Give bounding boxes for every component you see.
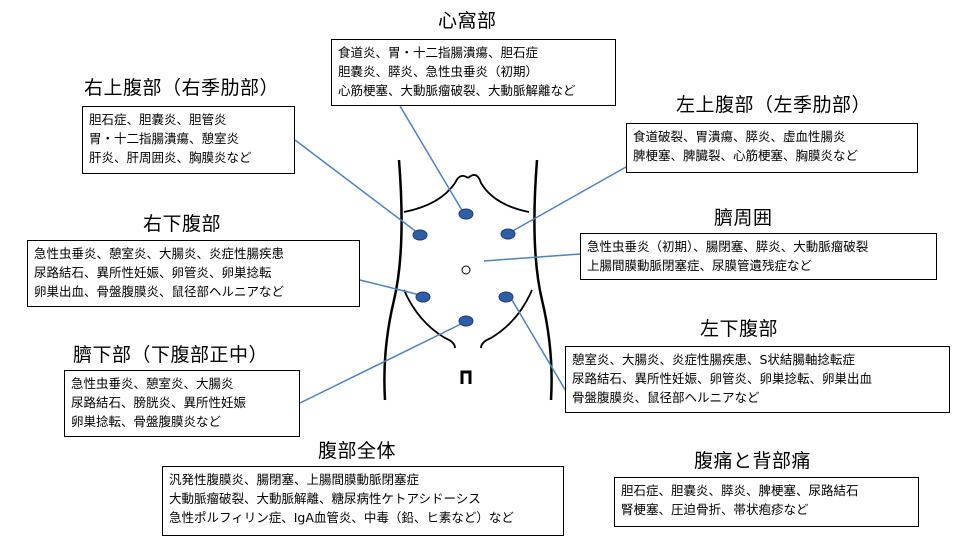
left-upper-box: 食道破裂、胃潰瘍、膵炎、虚血性腸炎 脾梗塞、脾臓裂、心筋梗塞、胸膜炎など xyxy=(626,123,918,173)
rib-margin-left xyxy=(403,174,469,213)
epigastric-line-3: 心筋梗塞、大動脈瘤破裂、大動脈解離など xyxy=(338,83,576,98)
leader-periumbilical xyxy=(483,253,581,262)
right-lower-line-1: 急性虫垂炎、憩室炎、大腸炎、炎症性腸疾患 xyxy=(34,246,285,261)
right-lower-line-3: 卵巣出血、骨盤腹膜炎、鼠径部ヘルニアなど xyxy=(34,284,285,299)
epigastric-box: 食道炎、胃・十二指腸潰瘍、胆石症 胆嚢炎、膵炎、急性虫垂炎（初期） 心筋梗塞、大… xyxy=(331,39,616,106)
back-pain-box: 胆石症、胆嚢炎、膵炎、脾梗塞、尿路結石 腎梗塞、圧迫骨折、帯状疱疹など xyxy=(614,477,919,527)
right-upper-line-2: 胃・十二指腸潰瘍、憩室炎 xyxy=(89,131,240,146)
back-pain-line-1: 胆石症、胆嚢炎、膵炎、脾梗塞、尿路結石 xyxy=(621,483,859,498)
pubic-mark xyxy=(460,370,472,384)
left-lower-line-2: 尿路結石、異所性妊娠、卵管炎、卵巣捻転、卵巣出血 xyxy=(572,371,873,386)
epigastric-line-2: 胆嚢炎、膵炎、急性虫垂炎（初期） xyxy=(338,64,539,79)
right-upper-box: 胆石症、胆嚢炎、胆管炎 胃・十二指腸潰瘍、憩室炎 肝炎、肝周囲炎、胸膜炎など xyxy=(82,106,295,174)
whole-abdomen-box: 汎発性腹膜炎、腸閉塞、上腸間膜動脈閉塞症 大動脈瘤破裂、大動脈解離、糖尿病性ケト… xyxy=(162,466,564,536)
left-upper-title: 左上腹部（左季肋部） xyxy=(676,94,872,116)
torso-left-side xyxy=(383,159,403,401)
right-upper-line-1: 胆石症、胆嚢炎、胆管炎 xyxy=(89,112,227,127)
hypogastric-title: 臍下部（下腹部正中） xyxy=(73,344,269,366)
leader-left-upper xyxy=(508,166,627,234)
leader-epigastric xyxy=(399,105,464,213)
marker-left-upper xyxy=(500,228,516,240)
right-lower-title: 右下腹部 xyxy=(143,213,222,235)
marker-epigastric xyxy=(458,208,474,220)
whole-abdomen-line-1: 汎発性腹膜炎、腸閉塞、上腸間膜動脈閉塞症 xyxy=(169,472,420,487)
right-lower-box: 急性虫垂炎、憩室炎、大腸炎、炎症性腸疾患 尿路結石、異所性妊娠、卵管炎、卵巣捻転… xyxy=(27,240,360,307)
marker-hypogastric xyxy=(458,315,474,327)
marker-right-upper xyxy=(412,229,428,241)
periumbilical-box: 急性虫垂炎（初期）、腸閉塞、膵炎、大動脈瘤破裂 上腸間膜動脈閉塞症、尿膜管遺残症… xyxy=(580,233,937,280)
hypogastric-line-1: 急性虫垂炎、憩室炎、大腸炎 xyxy=(71,376,234,391)
inguinal-left xyxy=(403,289,456,349)
back-pain-title: 腹痛と背部痛 xyxy=(694,450,812,472)
left-lower-line-3: 骨盤腹膜炎、鼠径部ヘルニアなど xyxy=(572,390,760,405)
periumbilical-title: 臍周囲 xyxy=(714,207,773,229)
inguinal-right xyxy=(480,289,533,349)
leader-hypogastric xyxy=(299,322,464,404)
left-lower-box: 憩室炎、大腸炎、炎症性腸疾患、S状結腸軸捻転症 尿路結石、異所性妊娠、卵管炎、卵… xyxy=(565,346,950,413)
epigastric-title: 心窩部 xyxy=(438,10,497,32)
rib-margin-right xyxy=(467,174,530,213)
periumbilical-line-1: 急性虫垂炎（初期）、腸閉塞、膵炎、大動脈瘤破裂 xyxy=(587,239,869,254)
leader-right-upper xyxy=(294,139,419,234)
right-upper-title: 右上腹部（右季肋部） xyxy=(84,77,280,99)
back-pain-line-2: 腎梗塞、圧迫骨折、帯状疱疹など xyxy=(621,502,809,517)
leader-left-lower xyxy=(511,299,571,399)
left-lower-line-1: 憩室炎、大腸炎、炎症性腸疾患、S状結腸軸捻転症 xyxy=(572,352,855,367)
left-upper-line-1: 食道破裂、胃潰瘍、膵炎、虚血性腸炎 xyxy=(633,129,846,144)
marker-left-lower xyxy=(498,291,514,303)
torso-right-side xyxy=(533,159,553,401)
periumbilical-line-2: 上腸間膜動脈閉塞症、尿膜管遺残症など xyxy=(587,258,813,273)
hypogastric-box: 急性虫垂炎、憩室炎、大腸炎 尿路結石、膀胱炎、異所性妊娠 卵巣捻転、骨盤腹膜炎な… xyxy=(64,370,300,437)
marker-right-lower xyxy=(415,291,431,303)
whole-abdomen-line-3: 急性ポルフィリン症、IgA血管炎、中毒（鉛、ヒ素など）など xyxy=(169,510,514,525)
whole-abdomen-line-2: 大動脈瘤破裂、大動脈解離、糖尿病性ケトアシドーシス xyxy=(169,491,481,506)
epigastric-line-1: 食道炎、胃・十二指腸潰瘍、胆石症 xyxy=(338,45,539,60)
hypogastric-line-3: 卵巣捻転、骨盤腹膜炎など xyxy=(71,414,222,429)
hypogastric-line-2: 尿路結石、膀胱炎、異所性妊娠 xyxy=(71,395,247,410)
right-upper-line-3: 肝炎、肝周囲炎、胸膜炎など xyxy=(89,150,252,165)
right-lower-line-2: 尿路結石、異所性妊娠、卵管炎、卵巣捻転 xyxy=(34,265,272,280)
navel-icon xyxy=(461,265,471,275)
left-upper-line-2: 脾梗塞、脾臓裂、心筋梗塞、胸膜炎など xyxy=(633,148,859,163)
leader-right-lower xyxy=(359,279,421,296)
whole-abdomen-title: 腹部全体 xyxy=(318,440,397,462)
left-lower-title: 左下腹部 xyxy=(700,318,779,340)
